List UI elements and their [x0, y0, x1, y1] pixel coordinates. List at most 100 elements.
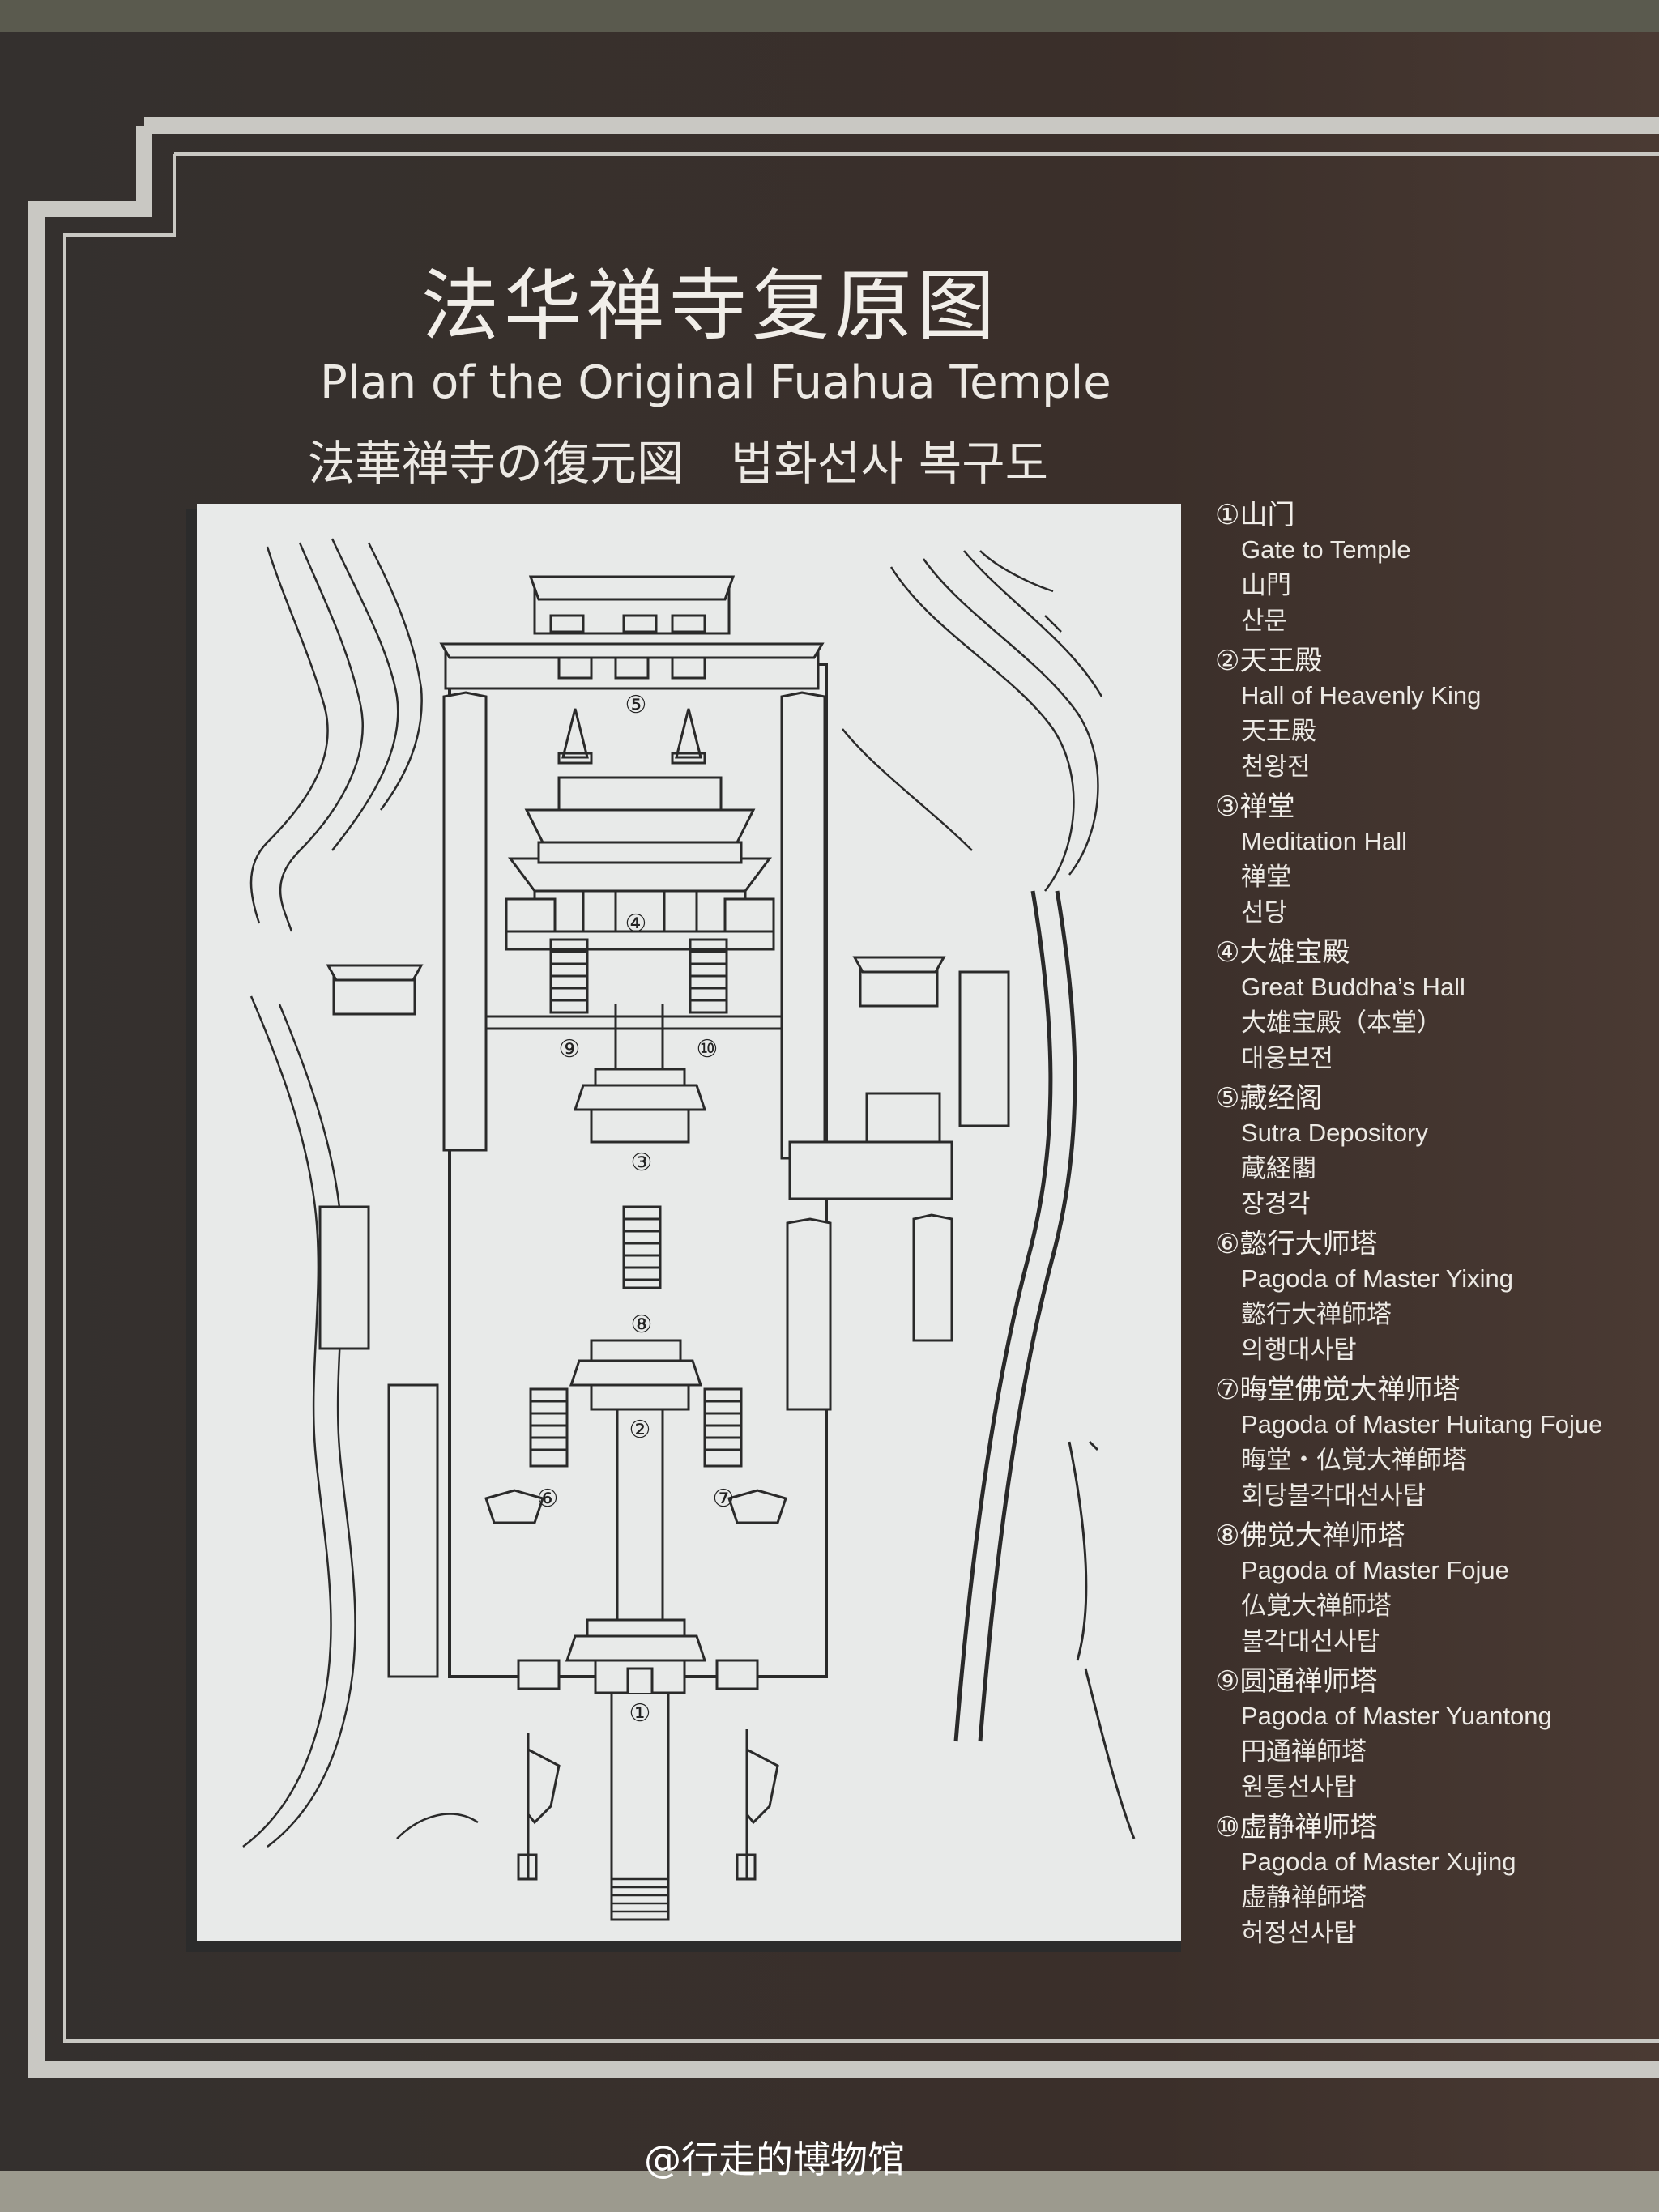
legend-english-name: Pagoda of Master Yuantong — [1241, 1702, 1552, 1730]
contour-lines-right — [842, 550, 1103, 892]
side-corridor-halls — [318, 691, 1010, 1678]
legend-number: ⑧ — [1215, 1519, 1240, 1552]
map-marker-10: ⑩ — [697, 1035, 719, 1063]
map-marker-2: ② — [629, 1416, 651, 1444]
front-approach — [610, 1691, 670, 1921]
legend-chinese-name: 虚静禅师塔 — [1239, 1811, 1378, 1843]
legend-chinese-name: 大雄宝殿 — [1239, 936, 1350, 969]
map-markers: ⑤ ④ ⑨ ⑩ ③ ⑧ ② ⑥ ⑦ ① — [537, 691, 735, 1728]
map-marker-9: ⑨ — [559, 1035, 581, 1063]
legend-japanese-name: 禅堂 — [1241, 863, 1291, 892]
legend-english-name: Sutra Depository — [1241, 1119, 1428, 1147]
map-marker-7: ⑦ — [713, 1485, 735, 1513]
pagoda-7 — [703, 1387, 787, 1524]
legend-japanese-name: 虚静禅師塔 — [1241, 1883, 1367, 1912]
legend-english-name: Pagoda of Master Xujing — [1241, 1848, 1516, 1876]
legend-number: ⑤ — [1215, 1082, 1240, 1115]
cross-corridor — [486, 1015, 782, 1030]
legend-number: ② — [1215, 645, 1240, 677]
legend-japanese-name: 山門 — [1241, 571, 1291, 600]
legend-number: ⑦ — [1215, 1374, 1240, 1406]
pagoda-8 — [622, 1205, 662, 1289]
pagoda-10 — [689, 938, 728, 1014]
legend-chinese-name: 山门 — [1239, 499, 1295, 531]
legend-korean-name: 천왕전 — [1241, 752, 1311, 782]
legend-number: ⑩ — [1215, 1811, 1240, 1843]
legend-chinese-name: 天王殿 — [1239, 645, 1323, 677]
legend-number: ③ — [1215, 791, 1240, 823]
legend-japanese-name: 蔵経閣 — [1241, 1154, 1316, 1183]
legend-japanese-name: 天王殿 — [1241, 717, 1316, 746]
sutra-depository-building — [439, 575, 825, 690]
title-chinese: 法华禅寺复原图 — [421, 261, 1000, 352]
legend-number: ⑨ — [1215, 1665, 1240, 1698]
pagoda-9 — [549, 938, 589, 1014]
title-english: Plan of the Original Fuahua Temple — [320, 356, 1111, 409]
legend-korean-name: 선당 — [1241, 898, 1288, 927]
legend-korean-name: 허정선사탑 — [1241, 1919, 1357, 1948]
legend-chinese-name: 晦堂佛觉大禅师塔 — [1239, 1374, 1461, 1406]
great-buddha-hall-building — [505, 776, 775, 951]
legend-english-name: Gate to Temple — [1241, 535, 1411, 564]
legend-korean-name: 산문 — [1241, 607, 1288, 636]
legend-chinese-name: 藏经阁 — [1239, 1082, 1323, 1115]
legend-korean-name: 의행대사탑 — [1241, 1336, 1357, 1365]
legend-chinese-name: 圆通禅师塔 — [1239, 1665, 1378, 1698]
legend-english-name: Pagoda of Master Yixing — [1241, 1264, 1514, 1293]
watermark-text: @行走的博物馆 — [644, 2137, 905, 2181]
legend-korean-name: 회당불각대선사탑 — [1241, 1481, 1427, 1511]
decorative-frame-inner — [63, 152, 1659, 2043]
decorative-frame — [28, 117, 1659, 2078]
legend-korean-name: 원통선사탑 — [1241, 1773, 1357, 1802]
legend-english-name: Pagoda of Master Huitang Fojue — [1241, 1410, 1603, 1438]
legend-japanese-name: 仏覚大禅師塔 — [1241, 1592, 1392, 1621]
heavenly-king-hall-building — [569, 1339, 703, 1411]
map-marker-3: ③ — [631, 1149, 653, 1177]
pagoda-6 — [484, 1387, 569, 1524]
map-marker-1: ① — [629, 1699, 651, 1728]
legend-number: ⑥ — [1215, 1228, 1240, 1260]
legend-number: ① — [1215, 499, 1240, 531]
legend-japanese-name: 懿行大禅師塔 — [1241, 1300, 1392, 1329]
legend-english-name: Meditation Hall — [1241, 827, 1408, 855]
legend-korean-name: 불각대선사탑 — [1241, 1627, 1380, 1656]
contour-lines-left — [242, 538, 479, 1848]
map-marker-4: ④ — [625, 910, 647, 938]
map-marker-5: ⑤ — [625, 691, 647, 719]
stone-path-right — [953, 890, 1136, 1839]
small-stupas — [557, 708, 706, 765]
temple-gate-building — [517, 1618, 759, 1694]
flag-poles — [517, 1729, 779, 1881]
legend-korean-name: 대웅보전 — [1241, 1044, 1334, 1073]
legend-english-name: Great Buddha’s Hall — [1241, 973, 1465, 1001]
central-axis-path-upper — [614, 1004, 664, 1069]
legend-english-name: Hall of Heavenly King — [1241, 681, 1482, 710]
legend-english-name: Pagoda of Master Fojue — [1241, 1556, 1509, 1584]
legend-korean-name: 장경각 — [1241, 1190, 1311, 1219]
front-stairs — [612, 1877, 668, 1913]
legend-japanese-name: 大雄宝殿（本堂） — [1241, 1008, 1442, 1038]
title-japanese-korean: 法華禅寺の復元図 법화선사 복구도 — [308, 436, 1048, 491]
central-axis-path — [616, 1401, 664, 1628]
legend-chinese-name: 佛觉大禅师塔 — [1239, 1519, 1405, 1552]
